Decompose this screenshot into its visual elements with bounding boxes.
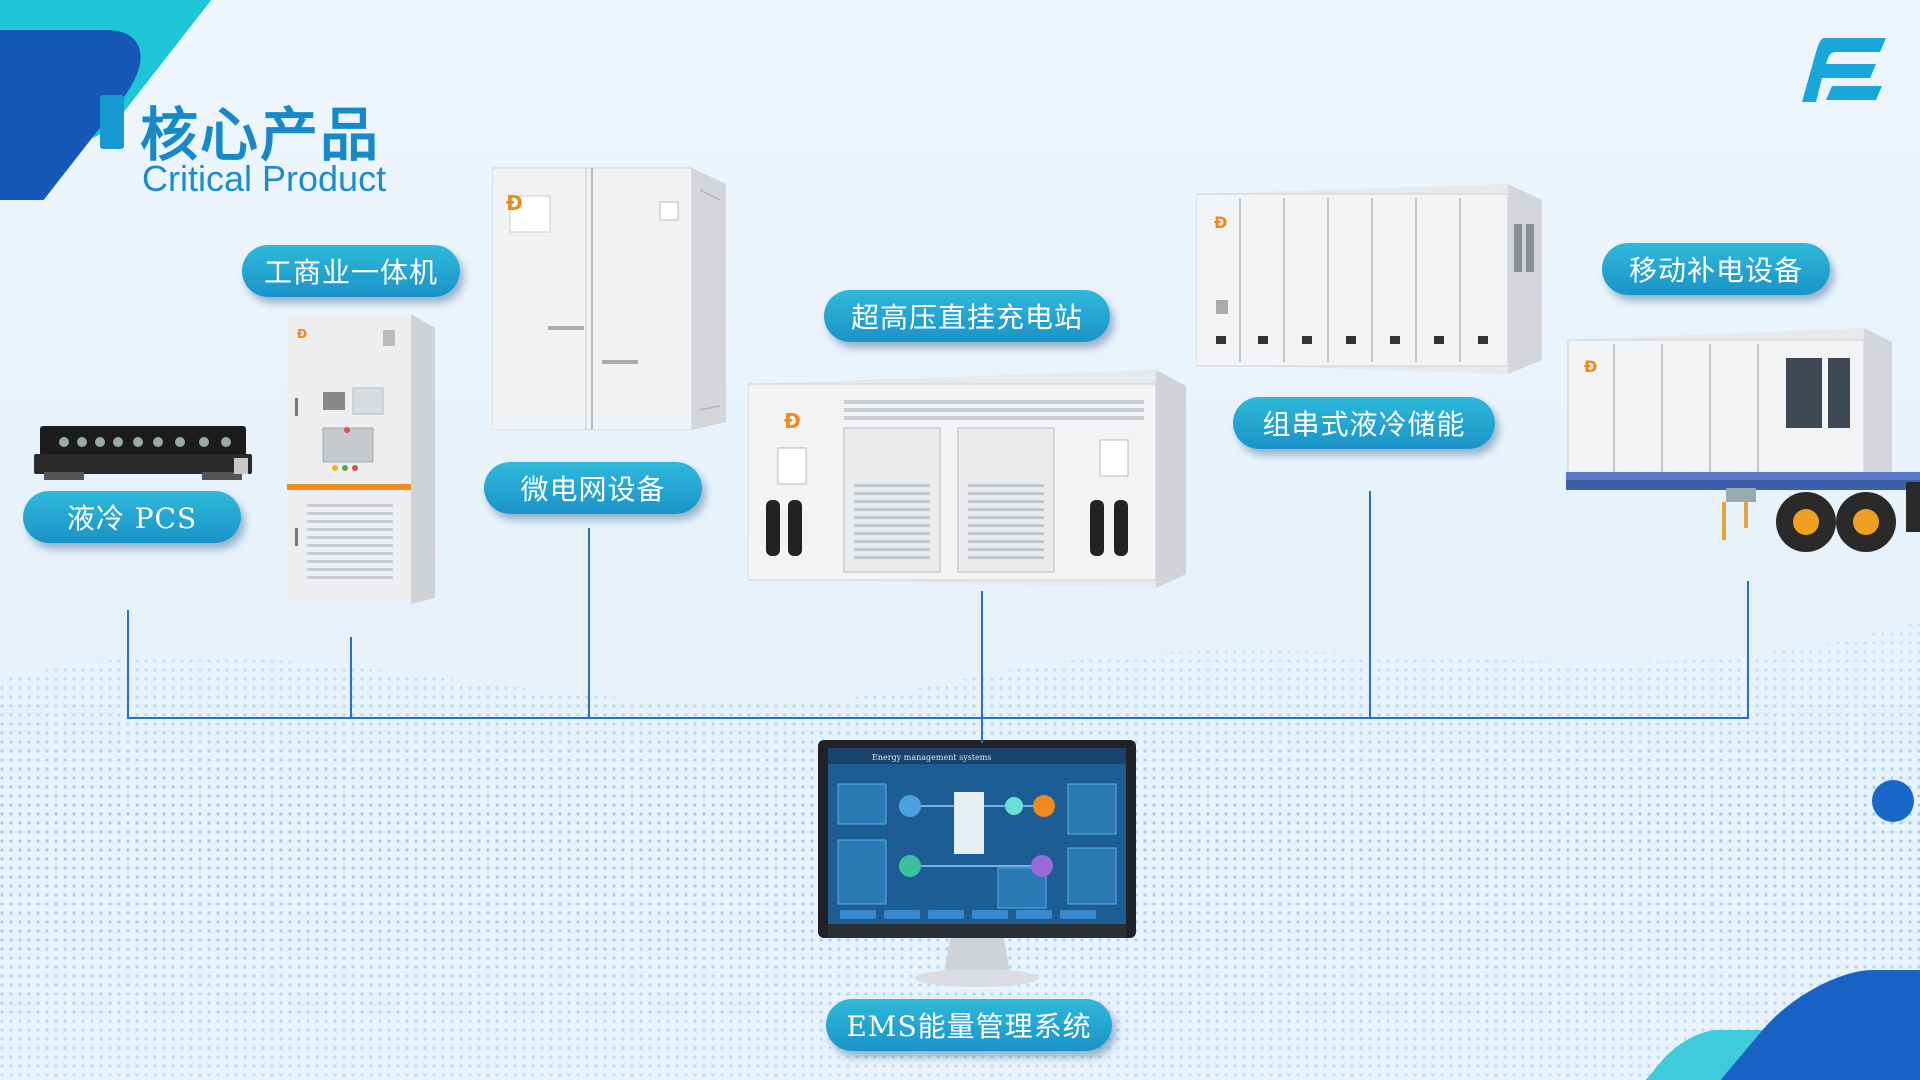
svg-text:Ð: Ð — [1584, 357, 1597, 376]
svg-text:Ð: Ð — [784, 409, 801, 433]
label-pcs: 液冷 PCS — [23, 491, 241, 543]
pcs-product-image — [34, 426, 252, 480]
svg-text:Ð: Ð — [506, 191, 523, 215]
page-subtitle: Critical Product — [142, 158, 387, 199]
ci-cabinet-product-image: Ð — [287, 314, 435, 604]
connector-charging-station — [981, 591, 983, 743]
microgrid-product-image: Ð — [492, 167, 726, 430]
company-logo-icon — [1802, 38, 1886, 102]
mobile-power-product-image: Ð — [1566, 328, 1920, 552]
title-accent-bar — [100, 95, 124, 149]
connector-pcs — [127, 610, 129, 719]
decorative-dot — [1872, 780, 1914, 822]
connector-string-storage — [1369, 491, 1371, 719]
charging-station-product-image: Ð — [748, 370, 1186, 588]
connector-mobile — [1747, 581, 1749, 719]
label-string-storage: 组串式液冷储能 — [1233, 397, 1495, 449]
string-storage-product-image: Ð — [1196, 184, 1542, 374]
label-ci-cabinet: 工商业一体机 — [242, 245, 460, 297]
connector-microgrid — [588, 528, 590, 719]
svg-text:Ð: Ð — [297, 327, 307, 341]
label-mobile: 移动补电设备 — [1602, 243, 1830, 295]
label-ems: EMS能量管理系统 — [826, 999, 1112, 1051]
label-microgrid: 微电网设备 — [484, 462, 702, 514]
connector-horizontal — [127, 717, 1749, 719]
ems-monitor-image: Energy management systems — [818, 740, 1136, 987]
page-title: 核心产品 — [140, 101, 381, 169]
ems-screen-header: Energy management systems — [872, 753, 991, 762]
connector-ci-cabinet — [350, 637, 352, 719]
svg-text:Ð: Ð — [1214, 213, 1227, 232]
label-charging-station: 超高压直挂充电站 — [824, 290, 1110, 342]
